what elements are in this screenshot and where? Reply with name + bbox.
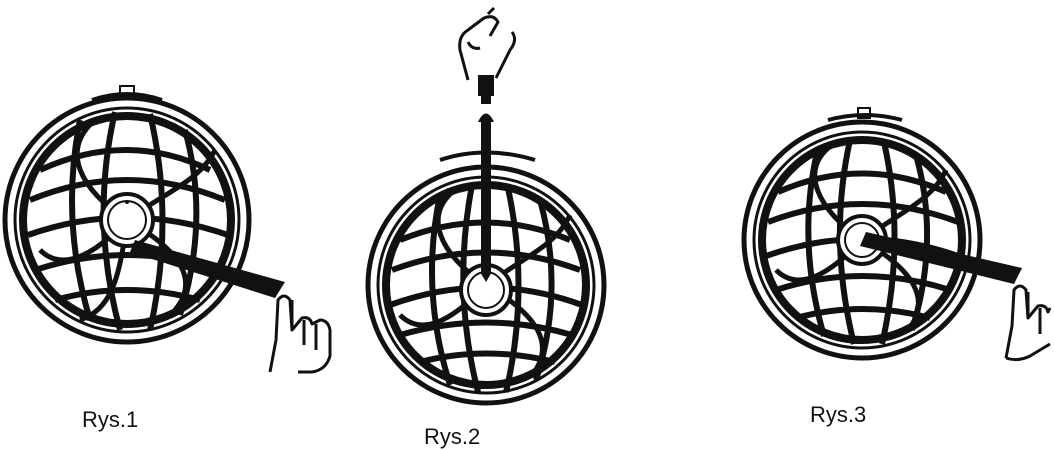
figure-2: Rys.2: [360, 0, 660, 437]
fan-diagram-3: [700, 0, 1054, 437]
figure-1: Rys.1: [0, 0, 360, 437]
figure-caption-3: Rys.3: [810, 402, 866, 428]
fan-diagram-1: [0, 0, 360, 437]
pull-arrow: [481, 122, 491, 272]
pointing-hand-icon: [270, 296, 330, 372]
pointing-hand-icon: [1006, 286, 1050, 360]
pinching-hand-icon: [460, 8, 515, 80]
figure-3: Rys.3: [700, 0, 1054, 437]
figure-caption-2: Rys.2: [424, 424, 480, 450]
fan-diagram-2: [360, 0, 660, 437]
figure-caption-1: Rys.1: [82, 407, 138, 433]
